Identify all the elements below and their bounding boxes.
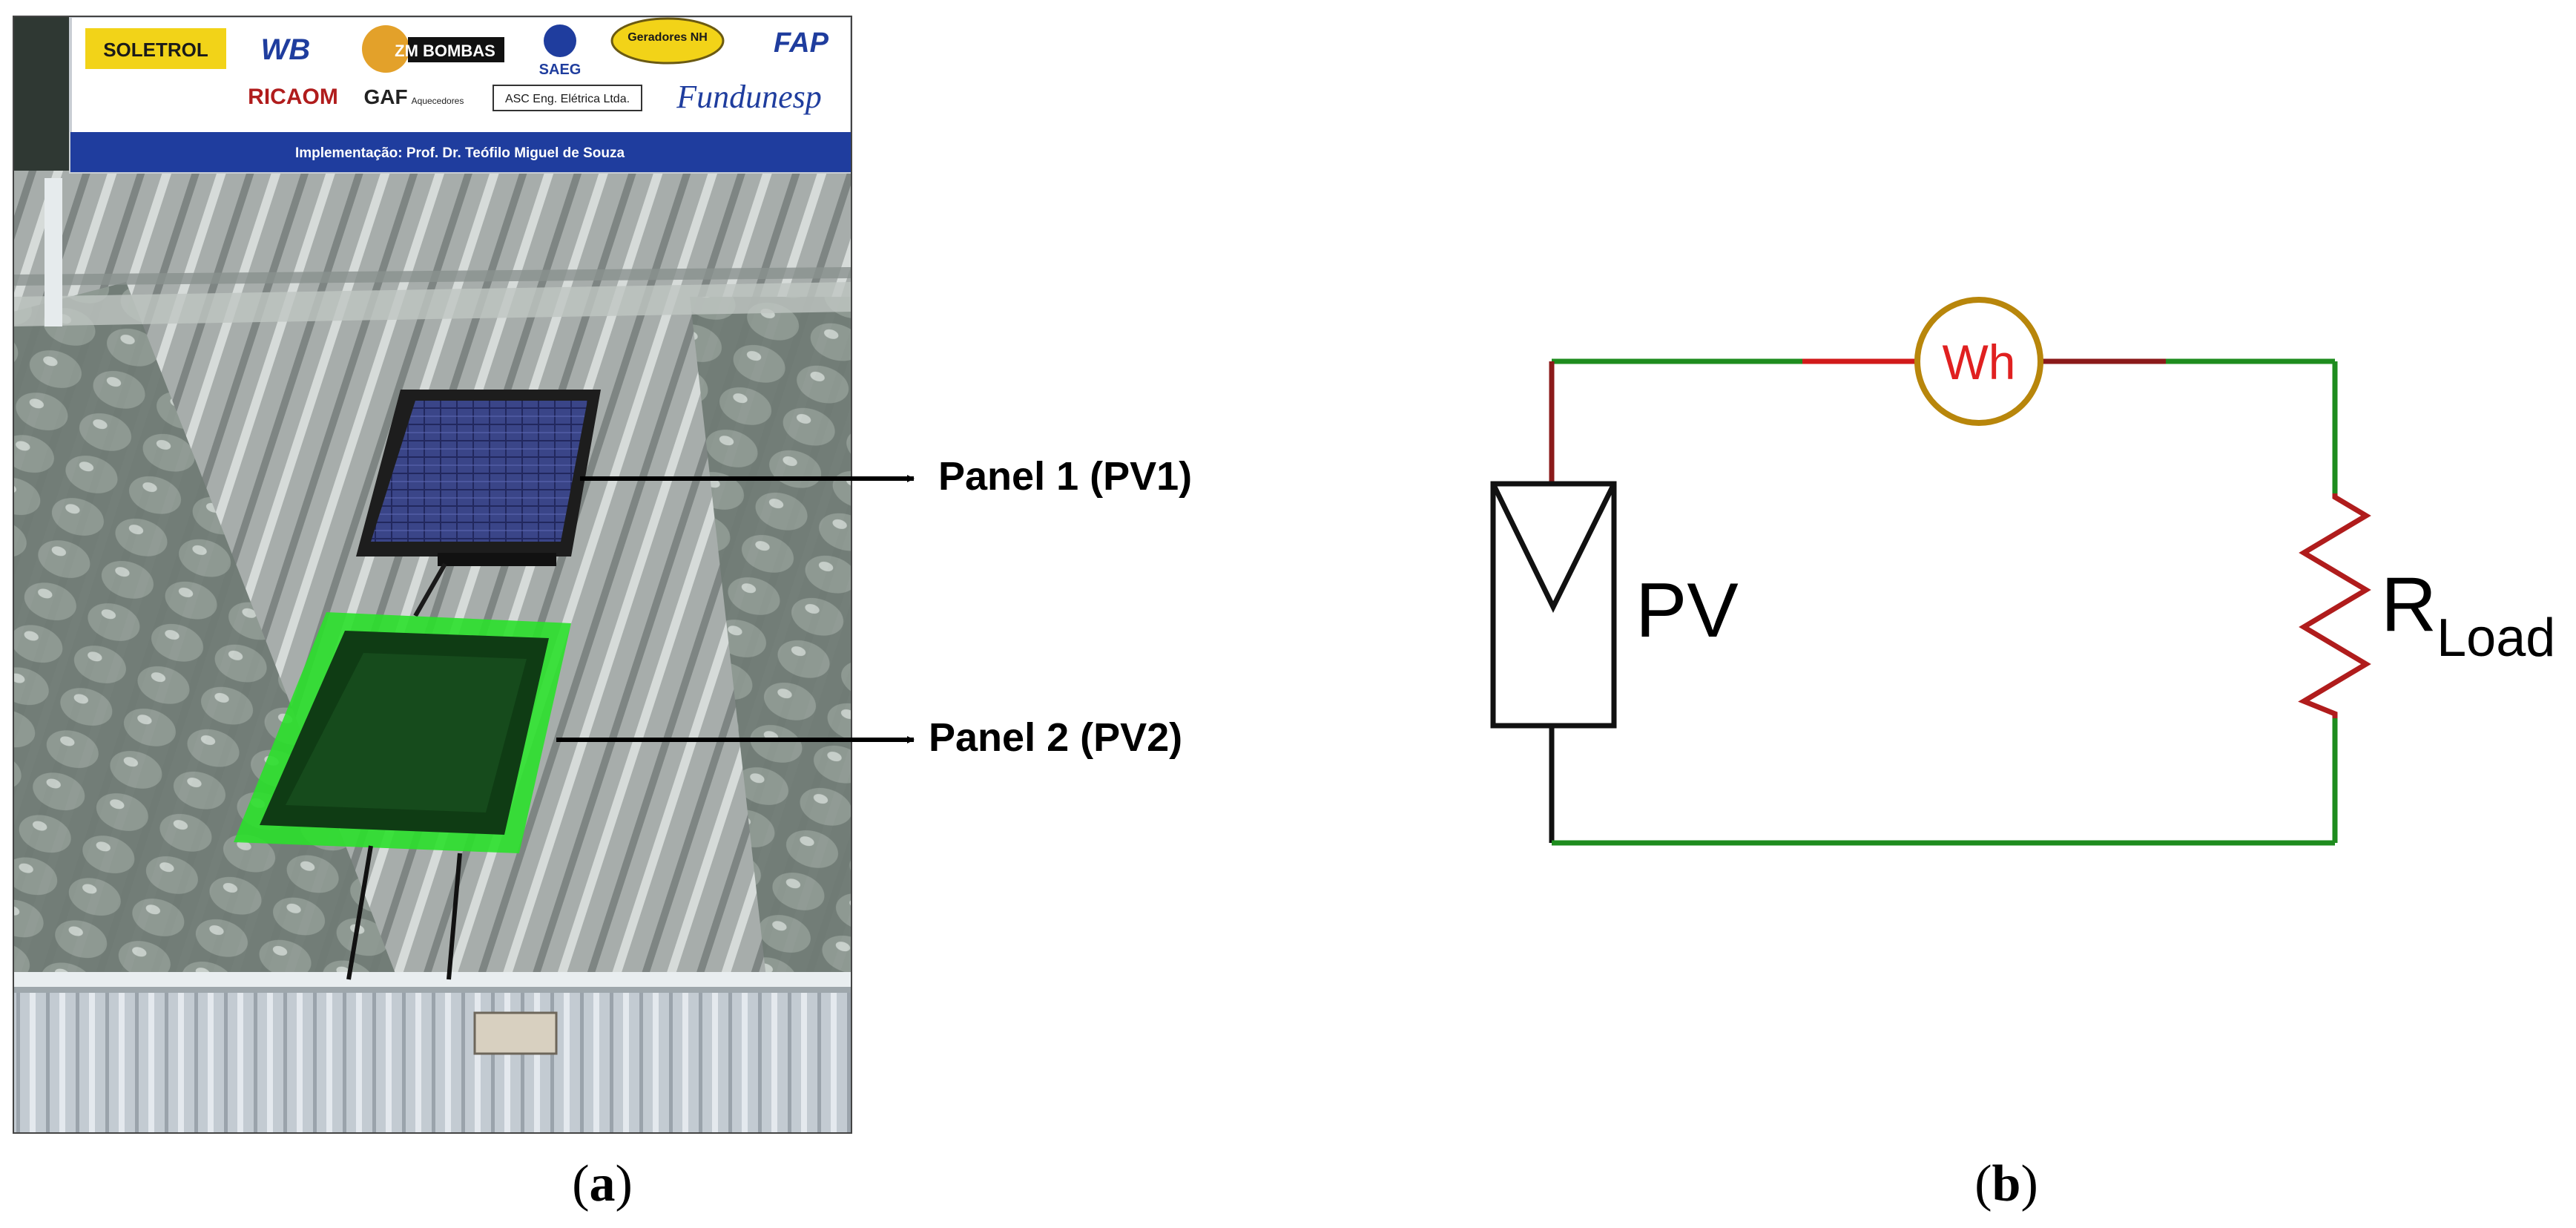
- pv-symbol: PV: [1490, 481, 1739, 729]
- caption-a: (a): [572, 1155, 633, 1212]
- logo-aquecedores: Aquecedores: [412, 96, 464, 106]
- load-resistor: RLoad: [2298, 493, 2555, 718]
- caption-a-letter: a: [590, 1155, 616, 1212]
- pv1-module: [356, 390, 601, 617]
- logo-gaf: GAF: [363, 85, 407, 108]
- logo-ricaom: RICAOM: [248, 85, 338, 109]
- wh-meter-label: Wh: [1943, 335, 2016, 390]
- logo-zm-bombas: ZM BOMBAS: [395, 42, 495, 60]
- callout-panel-2: Panel 2 (PV2): [556, 715, 1182, 760]
- wh-meter: Wh: [1914, 297, 2043, 426]
- logo-fap: FAP: [774, 27, 829, 59]
- logo-asc: ASC Eng. Elétrica Ltda.: [505, 93, 630, 105]
- pv-label: PV: [1635, 568, 1739, 654]
- caption-a-close: ): [616, 1155, 633, 1212]
- load-label-sub: Load: [2437, 608, 2555, 668]
- load-label: RLoad: [2381, 562, 2555, 668]
- logo-saeg: SAEG: [539, 62, 582, 78]
- pv2-module: [234, 612, 571, 980]
- billboard-footer: Implementação: Prof. Dr. Teófilo Miguel …: [295, 145, 625, 161]
- callout-panel-1: Panel 1 (PV1): [580, 454, 1192, 499]
- caption-b-close: ): [2020, 1155, 2038, 1212]
- logo-soletrol: SOLETROL: [103, 39, 208, 61]
- billboard: SOLETROL WB ZM BOMBAS SAEG Geradores: [69, 16, 851, 174]
- roof-photo: SOLETROL WB ZM BOMBAS SAEG Geradores: [13, 16, 852, 1134]
- caption-a-open: (: [572, 1155, 589, 1212]
- load-label-main: R: [2381, 562, 2437, 648]
- logo-geradores-nh: Geradores NH: [627, 31, 708, 44]
- caption-b-open: (: [1974, 1155, 1992, 1212]
- panel-b: Wh PV RLoad (b): [1490, 297, 2555, 1212]
- panel-a: SOLETROL WB ZM BOMBAS SAEG Geradores: [13, 16, 1192, 1212]
- resistor-zigzag: [2298, 493, 2371, 718]
- callout-panel-1-label: Panel 1 (PV1): [938, 454, 1192, 499]
- caption-b-letter: b: [1992, 1155, 2021, 1212]
- wh-meter-ring: [1914, 297, 2043, 426]
- logo-wb: WB: [261, 33, 311, 66]
- pv-symbol-diode: [1490, 482, 1617, 613]
- caption-b: (b): [1974, 1155, 2038, 1212]
- logo-fundunesp: Fundunesp: [676, 79, 822, 115]
- callout-panel-2-label: Panel 2 (PV2): [929, 715, 1182, 760]
